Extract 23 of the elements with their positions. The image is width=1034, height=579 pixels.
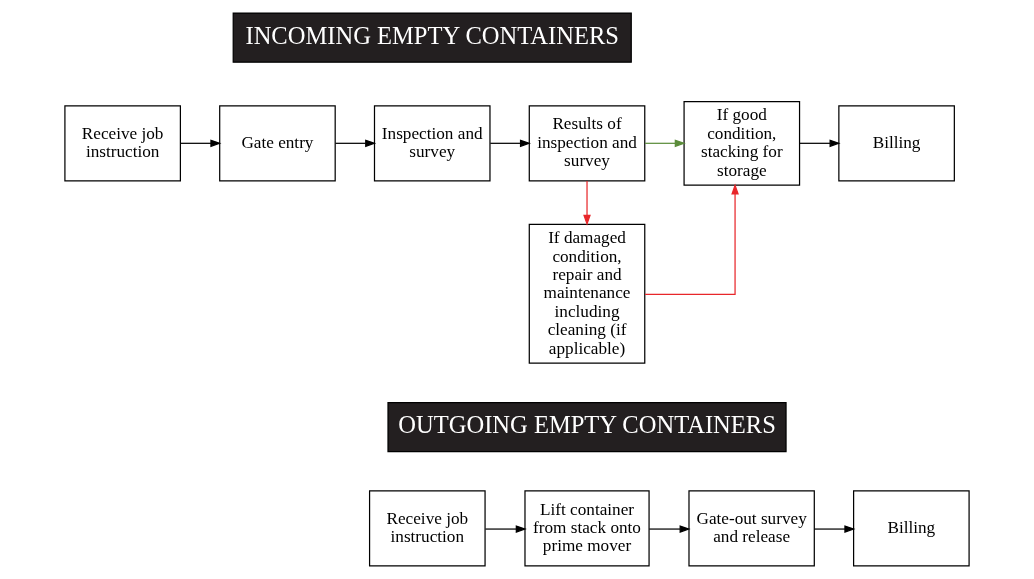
arrow xyxy=(644,139,686,148)
arrow xyxy=(813,525,856,533)
node-box: If damaged condition, repair and maintenance including cleaning (if applicable) xyxy=(528,223,646,364)
node-box: INCOMING EMPTY CONTAINERS xyxy=(232,12,632,63)
node-box: Gate entry xyxy=(219,105,336,182)
node-box: Gate-out survey and release xyxy=(688,490,815,567)
arrow xyxy=(334,139,377,148)
arrow xyxy=(180,139,222,148)
arrow xyxy=(583,180,591,226)
node-box: Receive job instruction xyxy=(368,490,486,567)
node-box: Receive job instruction xyxy=(64,105,181,182)
arrow xyxy=(644,183,739,296)
node-box: Inspection and survey xyxy=(373,105,491,182)
node-box: OUTGOING EMPTY CONTAINERS xyxy=(387,401,787,453)
arrow xyxy=(799,139,841,148)
arrow xyxy=(489,139,531,148)
arrow xyxy=(648,525,691,533)
arrow xyxy=(484,525,527,533)
node-box: Lift container from stack onto prime mover xyxy=(524,490,650,567)
node-box: Results of inspection and survey xyxy=(528,105,646,182)
node-box: If good condition, stacking for storage xyxy=(683,100,801,186)
node-box: Billing xyxy=(838,105,955,182)
node-box: Billing xyxy=(853,490,970,567)
